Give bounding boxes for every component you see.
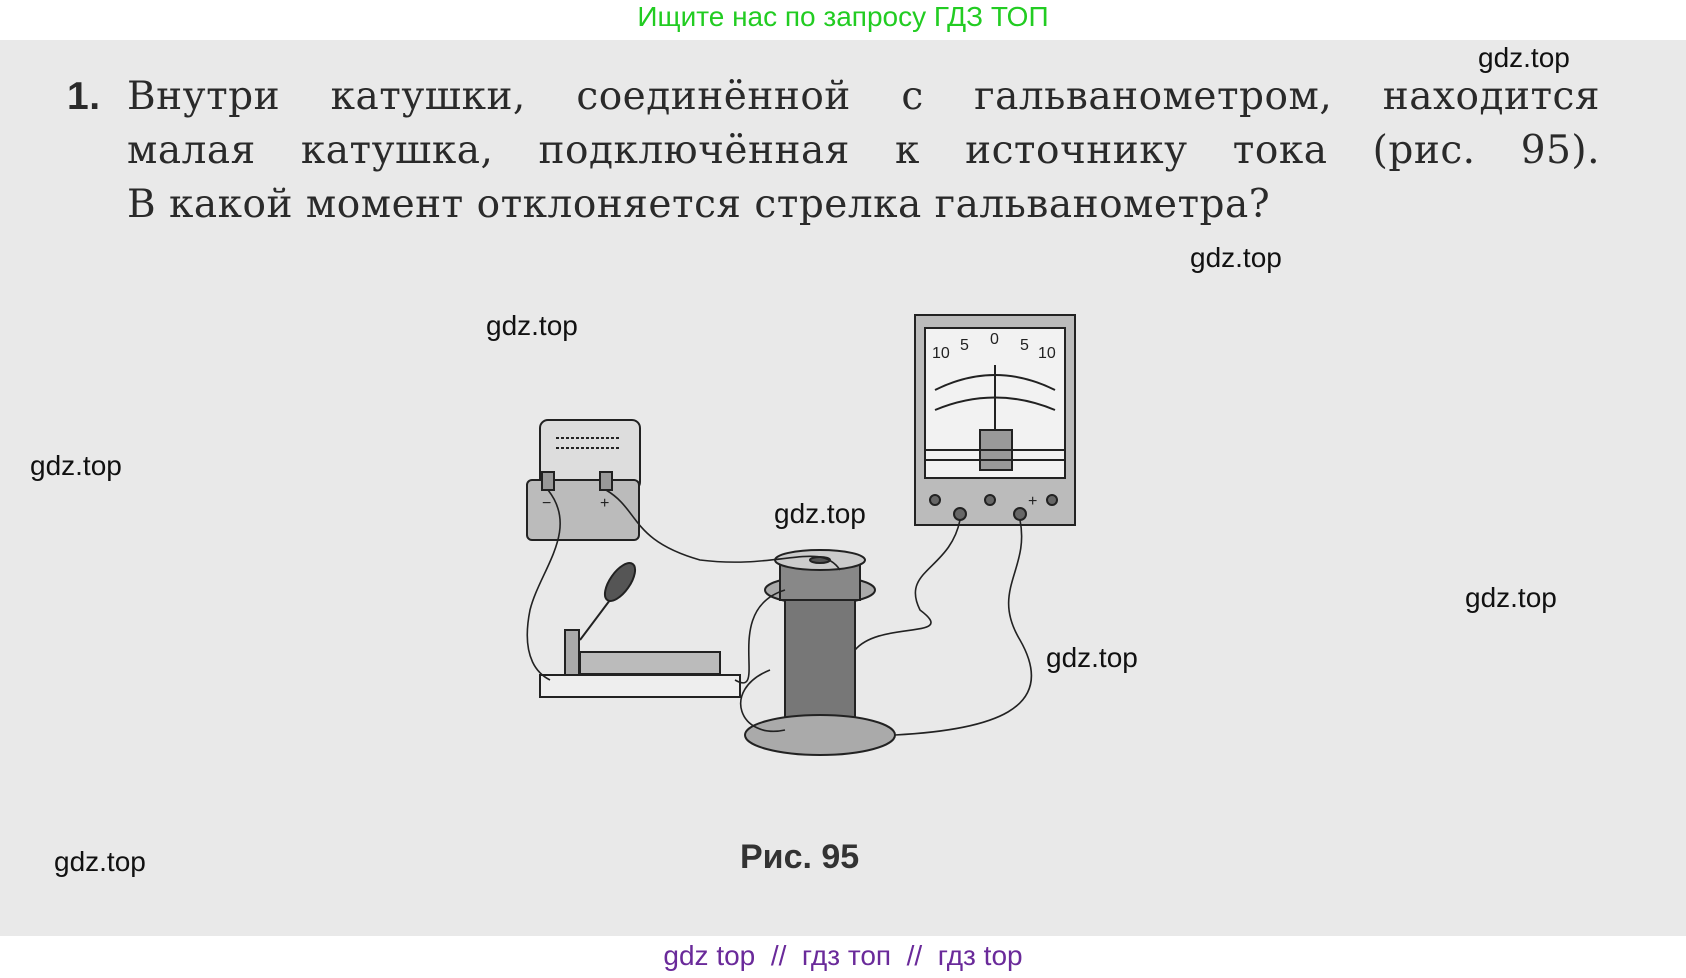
watermark: gdz.top xyxy=(54,846,146,877)
search-banner: Ищите нас по запросу ГДЗ ТОП xyxy=(637,1,1049,32)
power-supply: − + xyxy=(526,419,641,541)
footer-watermark: gdz top // гдз топ // гдз top xyxy=(663,940,1023,971)
plus-label: + xyxy=(1028,493,1037,510)
watermark: gdz.top xyxy=(774,498,866,529)
knife-switch xyxy=(539,562,741,698)
watermark: gdz.top xyxy=(1465,582,1557,613)
scale-label: 5 xyxy=(960,337,969,354)
plus-label: + xyxy=(600,495,609,512)
question-line: Внутри катушки, соединённой с гальваноме… xyxy=(127,74,1600,119)
scale-label: 10 xyxy=(1038,345,1056,362)
galvanometer: 10 5 0 5 10 + xyxy=(914,314,1076,526)
question-line: малая катушка, подключённая к источнику … xyxy=(127,128,1600,173)
watermark: gdz.top xyxy=(30,450,122,481)
textbook-page xyxy=(0,40,1686,936)
watermark: gdz.top xyxy=(1046,642,1138,673)
minus-label: − xyxy=(542,495,551,512)
watermark: gdz.top xyxy=(1478,42,1570,73)
watermark: gdz.top xyxy=(1190,242,1282,273)
coil-with-inner-coil xyxy=(744,549,896,756)
wires xyxy=(526,489,1033,736)
question-number: 1. xyxy=(67,75,101,118)
scale-label: 5 xyxy=(1020,337,1029,354)
question-line: В какой момент отклоняется стрелка гальв… xyxy=(127,182,1271,227)
figure-95-circuit: − + xyxy=(526,314,1076,756)
question-1: 1. Внутри катушки, соединённой с гальван… xyxy=(67,70,1600,232)
figure-caption: Рис. 95 xyxy=(740,838,860,876)
watermark: gdz.top xyxy=(486,310,578,341)
scale-label: 0 xyxy=(990,331,999,348)
scale-label: 10 xyxy=(932,345,950,362)
